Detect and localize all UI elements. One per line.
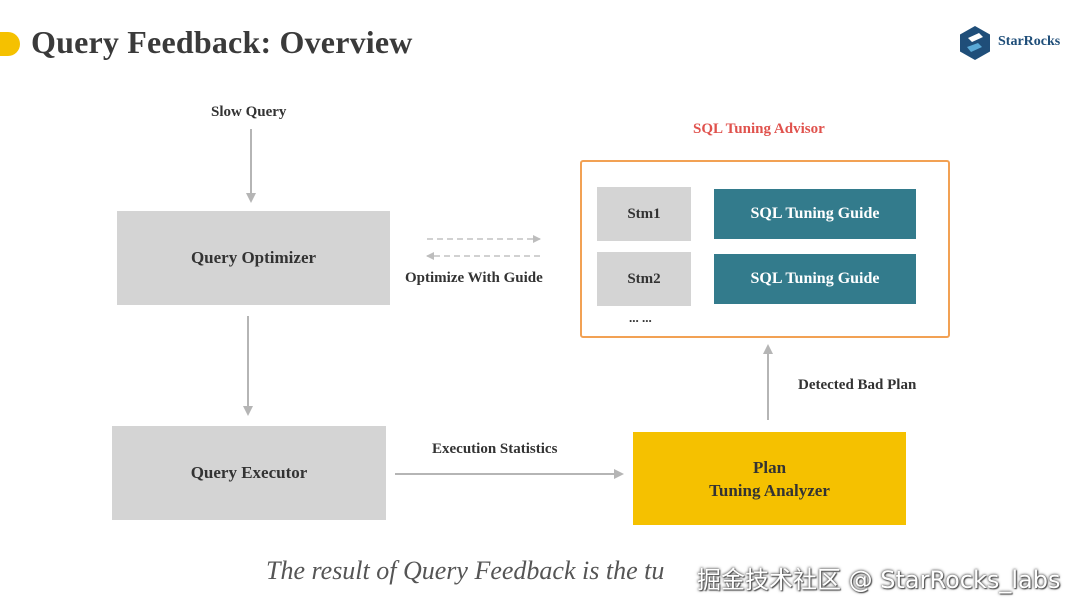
sql-tuning-guide-label: SQL Tuning Guide (750, 270, 880, 287)
statement-box-stm2: Stm2 (597, 252, 691, 306)
logo-text: StarRocks (998, 34, 1061, 49)
execution-statistics-label: Execution Statistics (432, 441, 558, 457)
sql-tuning-guide-box-2: SQL Tuning Guide (714, 254, 916, 304)
sql-tuning-guide-box-1: SQL Tuning Guide (714, 189, 916, 239)
sql-tuning-advisor-title: SQL Tuning Advisor (693, 121, 825, 137)
starrocks-logo: StarRocks (957, 25, 1067, 61)
statement-label: Stm1 (627, 205, 661, 222)
more-statements-ellipsis: ... ... (629, 310, 652, 325)
starrocks-logo-icon (960, 26, 990, 60)
query-executor-box: Query Executor (112, 426, 386, 520)
watermark-text: 掘金技术社区 @ StarRocks_labs (697, 566, 1061, 594)
query-optimizer-label: Query Optimizer (190, 248, 317, 267)
plan-tuning-analyzer-line1: Plan (752, 457, 787, 477)
query-optimizer-box: Query Optimizer (117, 211, 390, 305)
sql-tuning-guide-label: SQL Tuning Guide (750, 205, 880, 222)
title-accent-tab (0, 32, 20, 56)
statement-box-stm1: Stm1 (597, 187, 691, 241)
sql-tuning-advisor-frame (580, 160, 950, 338)
slide-title: Query Feedback: Overview (31, 24, 413, 60)
statement-label: Stm2 (627, 270, 661, 287)
slide-caption: The result of Query Feedback is the tu (266, 556, 665, 585)
slow-query-label: Slow Query (211, 104, 287, 120)
plan-tuning-analyzer-box: Plan Tuning Analyzer (633, 432, 906, 525)
detected-bad-plan-label: Detected Bad Plan (798, 377, 917, 393)
optimize-with-guide-label: Optimize With Guide (405, 270, 543, 286)
query-executor-label: Query Executor (190, 463, 308, 482)
plan-tuning-analyzer-line2: Tuning Analyzer (709, 480, 830, 500)
